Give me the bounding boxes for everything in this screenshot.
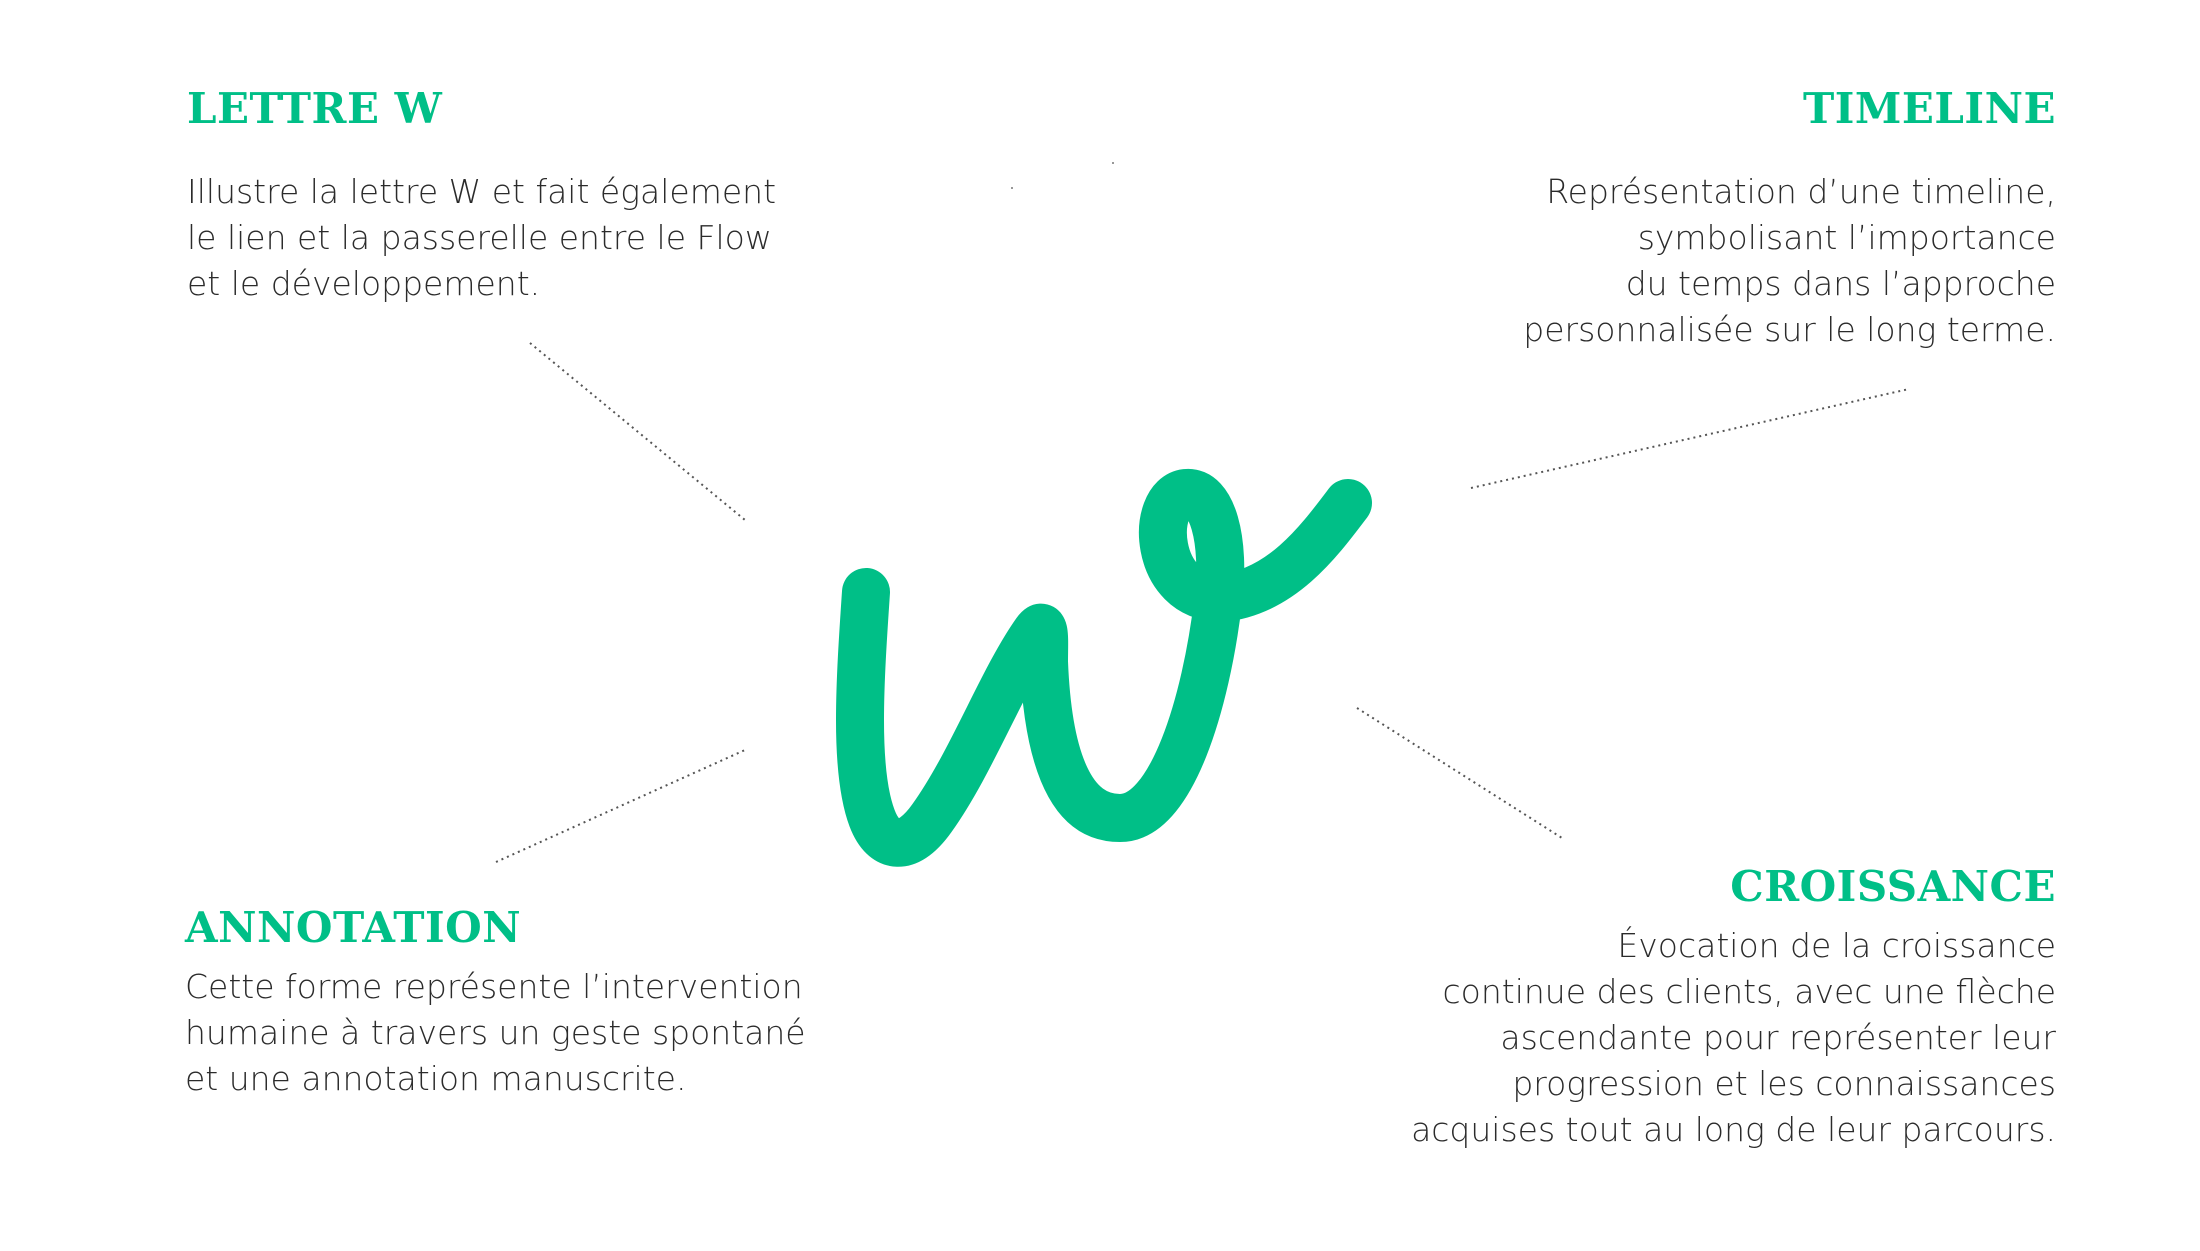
text-croissance: Évocation de la croissance continue des … (1411, 923, 2056, 1153)
text-line: du temps dans l’approche (1625, 264, 2056, 303)
w-logo-mark (836, 469, 1372, 867)
text-line: et le développement. (187, 264, 541, 303)
text-line: Cette forme représente l’intervention (185, 967, 803, 1006)
text-line: ascendante pour représenter leur (1500, 1018, 2056, 1057)
connector-lettre (529, 342, 746, 521)
text-line: acquises tout au long de leur parcours. (1411, 1110, 2056, 1149)
text-timeline: Représentation d’une timeline, symbolisa… (1523, 169, 2056, 353)
heading-timeline: TIMELINE (1803, 84, 2056, 133)
text-line: et une annotation manuscrite. (185, 1059, 687, 1098)
text-line: continue des clients, avec une flèche (1442, 972, 2056, 1011)
connector-croissance (1356, 707, 1563, 839)
text-line: personnalisée sur le long terme. (1523, 310, 2056, 349)
text-line: symbolisant l’importance (1637, 218, 2056, 257)
text-line: Représentation d’une timeline, (1546, 172, 2056, 211)
heading-croissance: CROISSANCE (1730, 862, 2056, 911)
text-lettre-w: Illustre la lettre W et fait également l… (187, 169, 776, 307)
text-line: Illustre la lettre W et fait également (187, 172, 777, 211)
heading-annotation: ANNOTATION (185, 903, 522, 952)
text-line: le lien et la passerelle entre le Flow (187, 218, 772, 257)
connector-timeline (1470, 388, 1910, 489)
connector-annotation (495, 749, 746, 863)
text-line: progression et les connaissances (1512, 1064, 2056, 1103)
text-line: humaine à travers un geste spontané (185, 1013, 806, 1052)
text-annotation: Cette forme représente l’intervention hu… (185, 964, 806, 1102)
heading-lettre-w: LETTRE W (187, 84, 443, 133)
text-line: Évocation de la croissance (1617, 926, 2056, 965)
